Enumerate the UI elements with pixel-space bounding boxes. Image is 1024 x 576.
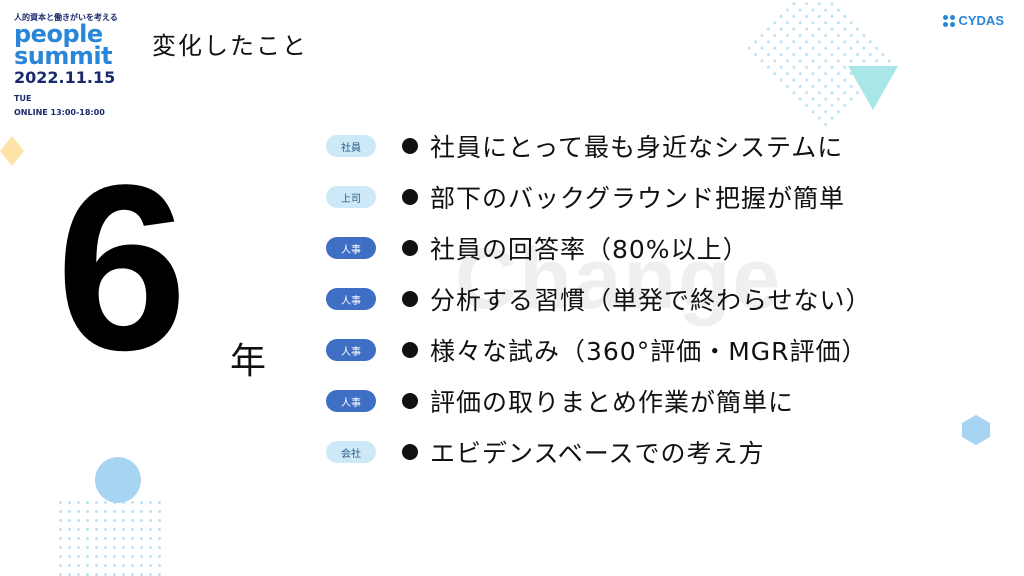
bullet-icon [402, 444, 418, 460]
dot-pattern-bottom-left [56, 498, 166, 576]
logo-word-summit: summit [14, 42, 113, 70]
category-badge: 人事 [326, 390, 376, 412]
category-badge: 社員 [326, 135, 376, 157]
slide-title: 変化したこと [152, 32, 308, 60]
category-badge: 人事 [326, 339, 376, 361]
bullet-icon [402, 240, 418, 256]
list-item: 会社 エビデンスベースでの考え方 [326, 434, 765, 470]
bullet-icon [402, 342, 418, 358]
logo-online-time: ONLINE 13:00-18:00 [14, 108, 105, 117]
hexagon-decoration [962, 415, 990, 445]
bullet-icon [402, 393, 418, 409]
bullet-icon [402, 138, 418, 154]
list-item: 上司 部下のバックグラウンド把握が簡単 [326, 179, 845, 215]
list-item: 人事 社員の回答率（80%以上） [326, 230, 749, 266]
bullet-icon [402, 291, 418, 307]
brand-mark-icon [943, 14, 956, 27]
list-item-text: エビデンスベースでの考え方 [430, 439, 765, 468]
category-badge: 人事 [326, 237, 376, 259]
list-item-text: 社員にとって最も身近なシステムに [430, 133, 844, 162]
list-item: 人事 分析する習慣（単発で終わらせない） [326, 281, 872, 317]
list-item: 社員 社員にとって最も身近なシステムに [326, 128, 843, 164]
logo-word-people: people [14, 20, 103, 48]
category-badge: 人事 [326, 288, 376, 310]
event-logo: 人的資本と働きがいを考える people summit 2022.11.15 T… [14, 12, 124, 117]
watermark-text: Change [455, 231, 783, 327]
diamond-decoration [0, 136, 24, 166]
list-item-text: 社員の回答率（80%以上） [430, 235, 749, 264]
category-badge: 会社 [326, 441, 376, 463]
triangle-decoration [848, 66, 898, 110]
big-number: 6 [56, 136, 188, 400]
logo-date-value: 2022.11.15 [14, 68, 116, 87]
list-item-text: 様々な試み（360°評価・MGR評価） [430, 337, 868, 366]
circle-decoration [95, 457, 141, 503]
logo-day-of-week: TUE [14, 94, 32, 103]
brand-logo: CYDAS [943, 13, 1004, 28]
list-item: 人事 様々な試み（360°評価・MGR評価） [326, 332, 868, 368]
bullet-icon [402, 189, 418, 205]
list-item-text: 評価の取りまとめ作業が簡単に [430, 388, 795, 417]
brand-name: CYDAS [958, 13, 1004, 28]
list-item-text: 部下のバックグラウンド把握が簡単 [430, 184, 846, 213]
list-item-text: 分析する習慣（単発で終わらせない） [430, 286, 872, 315]
category-badge: 上司 [326, 186, 376, 208]
logo-date: 2022.11.15 TUE [14, 69, 124, 108]
list-item: 人事 評価の取りまとめ作業が簡単に [326, 383, 794, 419]
year-unit: 年 [230, 341, 267, 382]
logo-tagline: 人的資本と働きがいを考える [14, 13, 118, 22]
